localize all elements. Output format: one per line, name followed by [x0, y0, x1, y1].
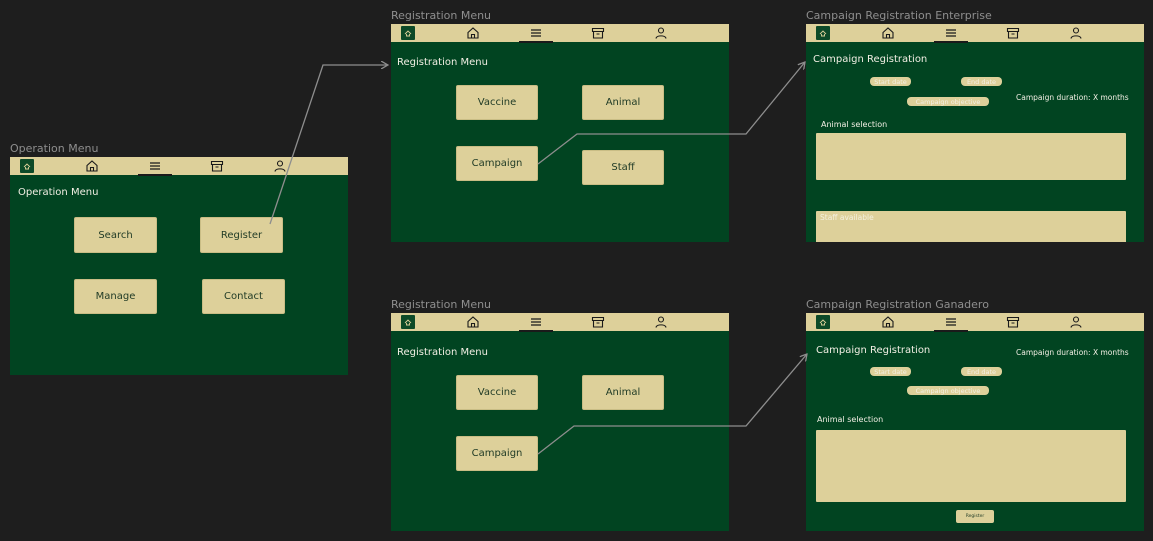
page-title: Registration Menu [397, 57, 488, 68]
animal-button[interactable]: Animal [582, 85, 664, 120]
menu-icon[interactable] [944, 26, 958, 40]
menu-icon[interactable] [944, 315, 958, 329]
campaign-button[interactable]: Campaign [456, 146, 538, 181]
register-button[interactable]: Register [956, 510, 994, 523]
nav-active-indicator [934, 41, 968, 43]
start-date-field[interactable]: Start date [870, 77, 911, 86]
home-icon[interactable] [881, 315, 895, 329]
campaign-ganadero-frame: Campaign Registration Campaign duration:… [806, 313, 1144, 531]
campaign-duration-text: Campaign duration: X months [1016, 348, 1129, 357]
manage-button[interactable]: Manage [74, 279, 157, 314]
animal-selection-label: Animal selection [821, 120, 888, 129]
nav-active-indicator [934, 330, 968, 332]
page-title: Campaign Registration [816, 345, 931, 356]
campaign-objective-field[interactable]: Campaign objective [907, 97, 989, 106]
logo-icon[interactable] [816, 26, 830, 40]
archive-icon[interactable] [1006, 315, 1020, 329]
frame-label-campaign-enterprise: Campaign Registration Enterprise [806, 9, 992, 22]
search-button[interactable]: Search [74, 217, 157, 253]
campaign-enterprise-frame: Campaign Registration Start date End dat… [806, 24, 1144, 242]
archive-icon[interactable] [1006, 26, 1020, 40]
logo-icon[interactable] [20, 159, 34, 173]
nav-active-indicator [519, 330, 553, 332]
page-title: Registration Menu [397, 347, 488, 358]
frame-label-operation-menu: Operation Menu [10, 142, 99, 155]
frame-label-campaign-ganadero: Campaign Registration Ganadero [806, 298, 989, 311]
nav-active-indicator [138, 174, 172, 176]
page-title: Campaign Registration [813, 54, 928, 65]
animal-button[interactable]: Animal [582, 375, 664, 410]
navbar [391, 313, 729, 332]
campaign-button[interactable]: Campaign [456, 436, 538, 471]
start-date-field[interactable]: Start date [870, 367, 911, 376]
frame-label-registration-menu-2: Registration Menu [391, 298, 492, 311]
operation-menu-frame: Operation Menu Search Register Manage Co… [10, 157, 348, 375]
animal-selection-area[interactable] [816, 133, 1126, 180]
contact-button[interactable]: Contact [202, 279, 285, 314]
navbar [391, 24, 729, 43]
nav-active-indicator [519, 41, 553, 43]
logo-icon[interactable] [401, 315, 415, 329]
registration-menu-frame-2: Registration Menu Vaccine Animal Campaig… [391, 313, 729, 531]
staff-available-area[interactable]: Staff available [816, 211, 1126, 242]
campaign-objective-field[interactable]: Campaign objective [907, 386, 989, 395]
logo-icon[interactable] [401, 26, 415, 40]
user-icon[interactable] [273, 159, 287, 173]
page-title: Operation Menu [18, 187, 99, 198]
register-button[interactable]: Register [200, 217, 283, 253]
menu-icon[interactable] [529, 315, 543, 329]
navbar [806, 313, 1144, 332]
archive-icon[interactable] [591, 315, 605, 329]
archive-icon[interactable] [210, 159, 224, 173]
navbar [806, 24, 1144, 43]
animal-selection-area[interactable] [816, 430, 1126, 502]
staff-available-label: Staff available [820, 213, 874, 222]
logo-icon[interactable] [816, 315, 830, 329]
staff-button[interactable]: Staff [582, 150, 664, 185]
home-icon[interactable] [881, 26, 895, 40]
home-icon[interactable] [466, 26, 480, 40]
navbar [10, 157, 348, 176]
menu-icon[interactable] [148, 159, 162, 173]
user-icon[interactable] [654, 315, 668, 329]
end-date-field[interactable]: End date [961, 77, 1002, 86]
home-icon[interactable] [85, 159, 99, 173]
user-icon[interactable] [1069, 26, 1083, 40]
frame-label-registration-menu: Registration Menu [391, 9, 492, 22]
animal-selection-label: Animal selection [817, 415, 884, 424]
registration-menu-frame: Registration Menu Vaccine Animal Campaig… [391, 24, 729, 242]
vaccine-button[interactable]: Vaccine [456, 375, 538, 410]
archive-icon[interactable] [591, 26, 605, 40]
vaccine-button[interactable]: Vaccine [456, 85, 538, 120]
user-icon[interactable] [1069, 315, 1083, 329]
menu-icon[interactable] [529, 26, 543, 40]
user-icon[interactable] [654, 26, 668, 40]
end-date-field[interactable]: End date [961, 367, 1002, 376]
home-icon[interactable] [466, 315, 480, 329]
campaign-duration-text: Campaign duration: X months [1016, 93, 1129, 102]
